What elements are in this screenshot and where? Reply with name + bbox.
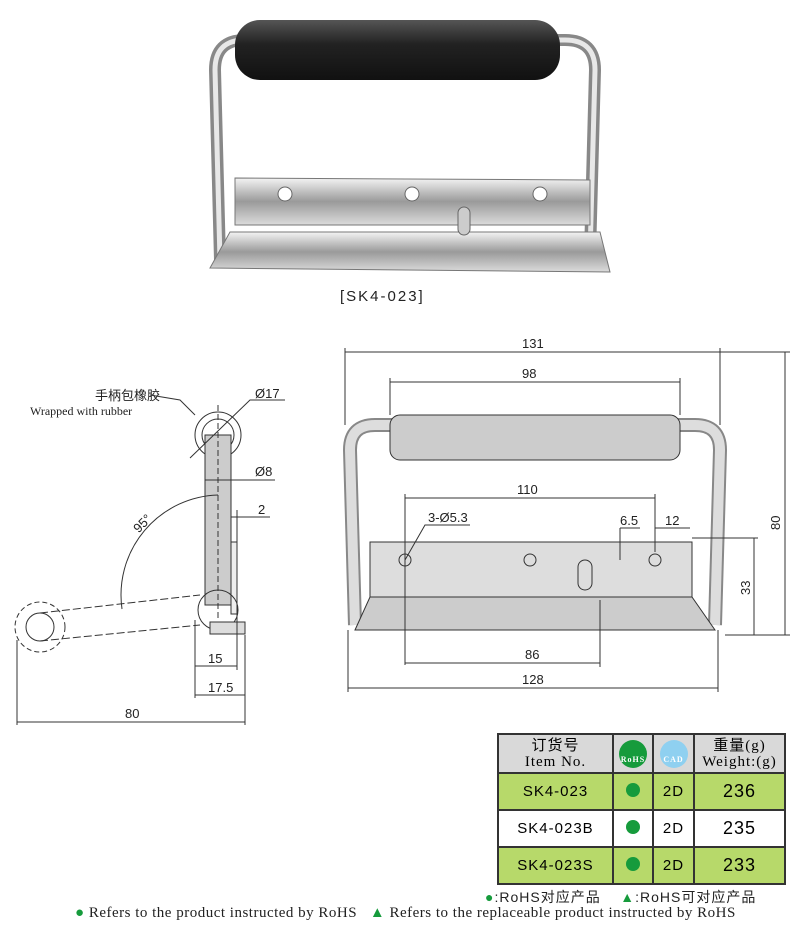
- header-weight-en: Weight:(g): [702, 753, 777, 770]
- header-item-en: Item No.: [524, 753, 587, 770]
- header-cad: CAD: [652, 733, 695, 774]
- dim-131: 131: [522, 336, 544, 351]
- legend-en-dot: Refers to the product instructed by RoHS: [88, 905, 358, 921]
- dim-86: 86: [525, 647, 539, 662]
- cad-cell: 2D: [652, 809, 695, 848]
- rohs-cell: [612, 772, 654, 811]
- dim-80-height: 80: [768, 516, 783, 530]
- side-view-drawing: 手柄包橡胶 Wrapped with rubber 95° Ø17 Ø8 2 1…: [14, 386, 285, 725]
- rubber-label-cn: 手柄包橡胶: [95, 388, 160, 403]
- table-row: SK4-023B 2D 235: [497, 809, 786, 848]
- rohs-cell: [612, 846, 654, 885]
- triangle-icon: ▲: [620, 889, 636, 905]
- cad-cell: 2D: [652, 772, 695, 811]
- dim-33: 33: [738, 581, 753, 595]
- triangle-icon: ▲: [369, 905, 386, 921]
- dim-98: 98: [522, 366, 536, 381]
- cad-cell: 2D: [652, 846, 695, 885]
- dim-2: 2: [258, 502, 265, 517]
- weight-cell: 236: [693, 772, 786, 811]
- item-no: SK4-023: [497, 772, 614, 811]
- rohs-cell: [612, 809, 654, 848]
- legend-cn: ●:RoHS对应产品 ▲:RoHS可对应产品: [485, 887, 756, 907]
- dim-17-5: 17.5: [208, 680, 233, 695]
- dim-12: 12: [665, 513, 679, 528]
- legend-cn-dot: :RoHS对应产品: [494, 889, 601, 905]
- dim-15: 15: [208, 651, 222, 666]
- weight-cell: 233: [693, 846, 786, 885]
- rohs-dot-icon: [626, 856, 640, 871]
- front-view-drawing: 131 98 110 3-Ø5.3 6.5 12 80 33 86 128: [342, 336, 790, 692]
- table-row: SK4-023 2D 236: [497, 772, 786, 811]
- dot-icon: ●: [485, 889, 495, 905]
- angle-label: 95°: [130, 511, 155, 536]
- dim-128: 128: [522, 672, 544, 687]
- rohs-icon: RoHS: [619, 739, 647, 768]
- product-photo: [208, 20, 611, 273]
- dim-80: 80: [125, 706, 139, 721]
- rohs-dot-icon: [626, 782, 640, 797]
- header-weight: 重量(g)Weight:(g): [693, 733, 786, 774]
- item-no: SK4-023S: [497, 846, 614, 885]
- dim-d17: Ø17: [255, 386, 280, 401]
- weight-cell: 235: [693, 809, 786, 848]
- dim-110: 110: [517, 482, 538, 497]
- dim-holes: 3-Ø5.3: [428, 510, 468, 525]
- dim-d8: Ø8: [255, 464, 272, 479]
- header-rohs: RoHS: [612, 733, 654, 774]
- rubber-label-en: Wrapped with rubber: [30, 404, 132, 418]
- header-item-cn: 订货号: [531, 737, 580, 754]
- legend-cn-tri: :RoHS可对应产品: [635, 889, 757, 905]
- dim-6-5: 6.5: [620, 513, 638, 528]
- table-row: SK4-023S 2D 233: [497, 846, 786, 885]
- legend-en: ● Refers to the product instructed by Ro…: [75, 905, 736, 922]
- rohs-dot-icon: [626, 819, 640, 834]
- product-model-label: [SK4-023]: [340, 288, 425, 305]
- item-no: SK4-023B: [497, 809, 614, 848]
- cad-icon: CAD: [659, 739, 688, 768]
- header-weight-cn: 重量(g): [713, 737, 766, 754]
- legend-en-tri: Refers to the replaceable product instru…: [389, 905, 736, 921]
- dot-icon: ●: [75, 905, 85, 921]
